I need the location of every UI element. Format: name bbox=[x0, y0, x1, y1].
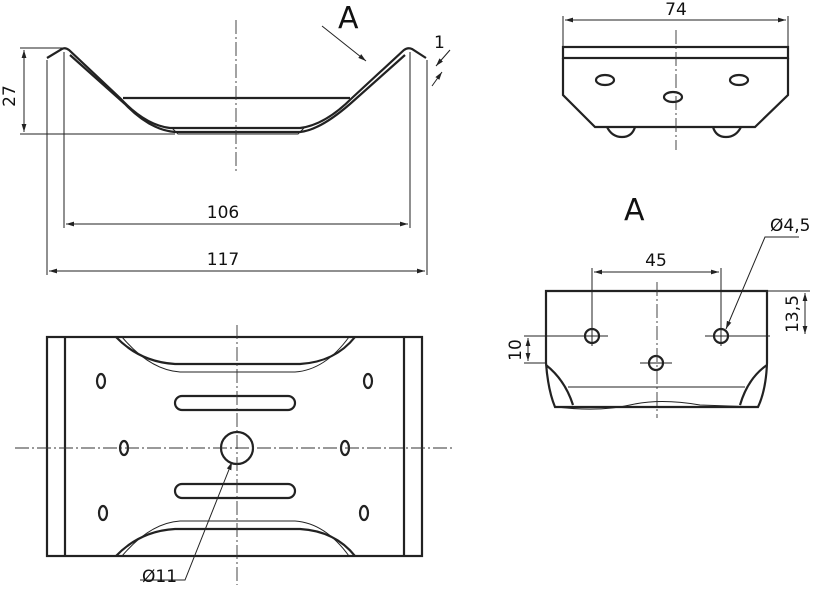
front-height-label: 27 bbox=[0, 85, 20, 107]
center-hole-diameter-label: Ø11 bbox=[142, 567, 177, 587]
view-a: A 45 13,5 10 Ø4,5 bbox=[506, 193, 810, 418]
side-view: 74 bbox=[561, 0, 790, 150]
top-offset-label: 13,5 bbox=[783, 295, 803, 333]
hole-spacing-label: 45 bbox=[645, 251, 667, 271]
plan-view: Ø11 bbox=[15, 325, 455, 587]
thickness-label: 1 bbox=[434, 33, 445, 53]
inner-width-label: 106 bbox=[207, 203, 239, 223]
hole-diameter-label: Ø4,5 bbox=[770, 216, 810, 236]
vertical-offset-label: 10 bbox=[506, 339, 526, 361]
view-a-title: A bbox=[624, 193, 645, 228]
outer-width-label: 117 bbox=[207, 250, 239, 270]
side-width-label: 74 bbox=[665, 0, 687, 20]
view-a-marker: A bbox=[338, 1, 359, 36]
front-view: 27 106 117 A 1 bbox=[0, 1, 451, 275]
